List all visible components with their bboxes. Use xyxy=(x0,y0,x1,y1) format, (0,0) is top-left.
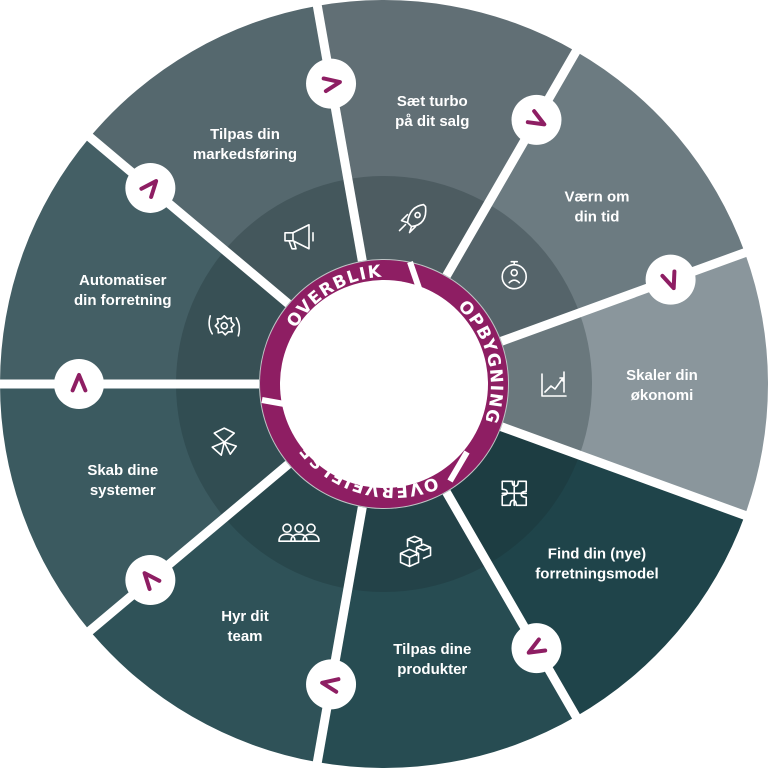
segment-label: Sæt turbo på dit salg xyxy=(395,93,469,130)
chevron-icon xyxy=(139,179,159,199)
segment-separator xyxy=(499,422,749,521)
arrows-layer xyxy=(54,58,696,710)
puzzle-icon xyxy=(501,480,528,507)
segment-label-line: din forretning xyxy=(74,292,172,309)
arrow-badge xyxy=(125,555,176,606)
phase-divider xyxy=(407,261,424,295)
segment-label: Find din (nye) forretningsmodel xyxy=(535,546,658,583)
arrow-badge xyxy=(511,623,562,674)
segment-label: Tilpas dine produkter xyxy=(393,641,471,678)
segment-label: Tilpas din markedsføring xyxy=(193,126,297,163)
segment-label-line: din tid xyxy=(574,208,619,225)
segment-label: Værn om din tid xyxy=(564,188,629,225)
segment-separator xyxy=(85,132,292,308)
segment-8 xyxy=(317,0,576,276)
arrow-badge xyxy=(125,162,176,213)
segment-label-line: Tilpas dine xyxy=(393,641,471,658)
stopwatch-icon xyxy=(501,260,528,290)
megaphone-icon xyxy=(284,223,314,250)
arrow-badge xyxy=(54,359,104,409)
segment-separator xyxy=(442,47,581,278)
rocket-icon xyxy=(398,203,427,234)
segment-label-line: team xyxy=(227,628,262,645)
arrow-badge xyxy=(306,659,357,710)
segment-label: Skaler din økonomi xyxy=(626,367,698,404)
segment-label: Hyr dit team xyxy=(221,608,269,645)
segment-label-line: Hyr dit xyxy=(221,608,269,625)
segment-7 xyxy=(89,5,363,304)
segment-label-line: Værn om xyxy=(564,188,629,205)
chevron-icon xyxy=(142,571,162,592)
segment-label-line: på dit salg xyxy=(395,113,469,130)
segment-label-line: produkter xyxy=(397,661,467,678)
chevron-icon xyxy=(320,677,341,694)
chevron-icon xyxy=(526,637,548,655)
segment-label: Automatiser din forretning xyxy=(74,272,172,309)
segment-separator xyxy=(85,460,292,636)
growth-chart-icon xyxy=(541,371,567,397)
arrow-badge xyxy=(645,254,696,305)
segment-label-line: Skaler din xyxy=(626,367,698,384)
network-icon xyxy=(211,427,238,456)
segment-label-line: Tilpas din xyxy=(210,126,280,143)
segment-label-line: Find din (nye) xyxy=(548,546,646,563)
automation-gear-icon xyxy=(208,315,241,337)
segment-2 xyxy=(446,426,745,717)
team-icon xyxy=(278,523,320,543)
segment-label-line: Skab dine xyxy=(87,462,158,479)
segment-separator xyxy=(312,506,367,765)
segment-label-line: forretningsmodel xyxy=(535,566,658,583)
icons-layer xyxy=(208,203,567,568)
chevron-icon xyxy=(70,373,88,393)
segment-separator xyxy=(312,3,367,262)
phase-divider xyxy=(261,397,291,408)
segment-label-line: systemer xyxy=(90,482,156,499)
segment-separator xyxy=(499,247,749,346)
segment-6 xyxy=(0,137,289,384)
segment-3 xyxy=(317,492,576,768)
segment-label-line: økonomi xyxy=(631,387,694,404)
segment-label-line: Sæt turbo xyxy=(397,93,468,110)
boxes-icon xyxy=(399,535,432,568)
separators-layer xyxy=(0,3,749,765)
segment-separator xyxy=(442,490,581,721)
phase-divider xyxy=(447,450,470,483)
chevron-icon xyxy=(525,109,547,127)
chevron-icon xyxy=(660,269,677,291)
segment-label-line: markedsføring xyxy=(193,146,297,163)
segment-label-line: Automatiser xyxy=(79,272,167,289)
arrow-badge xyxy=(511,94,562,145)
center-circle xyxy=(280,280,488,488)
arrow-badge xyxy=(306,58,357,109)
chevron-icon xyxy=(321,76,342,94)
segment-label: Skab dine systemer xyxy=(87,462,158,499)
